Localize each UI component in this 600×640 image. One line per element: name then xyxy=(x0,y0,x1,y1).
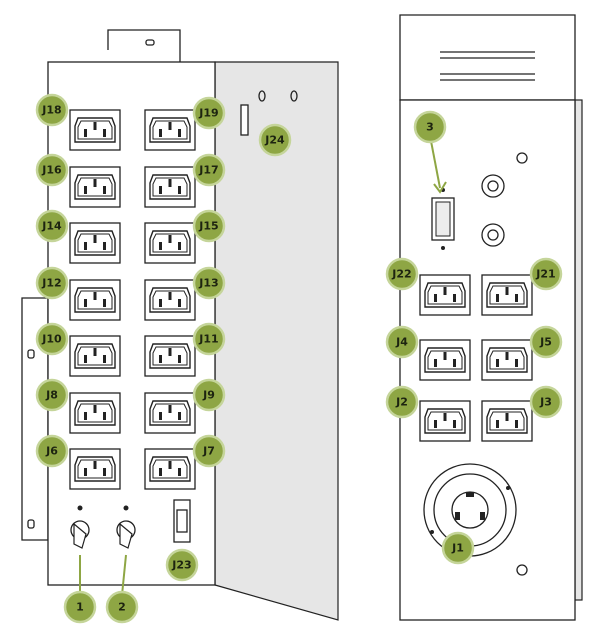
callout-j9: J9 xyxy=(192,378,226,412)
svg-text:J9: J9 xyxy=(202,389,215,402)
callout-j3: J3 xyxy=(529,385,563,419)
svg-text:J5: J5 xyxy=(539,336,552,349)
callout-j19: J19 xyxy=(192,96,226,130)
svg-text:J2: J2 xyxy=(395,396,408,409)
callout-j11: J11 xyxy=(192,322,226,356)
callout-j1: J1 xyxy=(441,531,475,565)
terminal-post-1 xyxy=(481,174,505,198)
callout-j14: J14 xyxy=(35,209,69,243)
svg-text:J19: J19 xyxy=(198,107,218,120)
callout-3: 3 xyxy=(413,110,447,144)
svg-text:J7: J7 xyxy=(202,445,215,458)
svg-text:J22: J22 xyxy=(391,268,411,281)
callout-j18: J18 xyxy=(35,93,69,127)
breaker-switch-2[interactable] xyxy=(116,505,136,549)
svg-text:J17: J17 xyxy=(198,164,218,177)
svg-text:J4: J4 xyxy=(395,336,408,349)
svg-text:J11: J11 xyxy=(198,333,218,346)
svg-text:J24: J24 xyxy=(264,134,285,147)
callout-j16: J16 xyxy=(35,153,69,187)
svg-text:J16: J16 xyxy=(41,164,62,177)
callout-j23: J23 xyxy=(165,548,199,582)
callout-j8: J8 xyxy=(35,378,69,412)
svg-text:J21: J21 xyxy=(535,268,555,281)
svg-text:J8: J8 xyxy=(45,389,58,402)
leader-3 xyxy=(430,140,441,189)
svg-text:1: 1 xyxy=(76,601,84,614)
left-unit xyxy=(21,29,339,621)
callout-j15: J15 xyxy=(192,209,226,243)
callout-2: 2 xyxy=(105,590,139,624)
callout-j17: J17 xyxy=(192,153,226,187)
mounting-tab xyxy=(107,29,181,62)
svg-text:J12: J12 xyxy=(41,277,61,290)
svg-text:2: 2 xyxy=(118,601,126,614)
svg-text:J15: J15 xyxy=(198,220,218,233)
svg-text:J6: J6 xyxy=(45,445,58,458)
breaker-switch-1[interactable] xyxy=(70,505,90,549)
callout-j10: J10 xyxy=(35,322,69,356)
callout-j13: J13 xyxy=(192,266,226,300)
leader-2 xyxy=(121,554,127,596)
svg-text:J10: J10 xyxy=(41,333,62,346)
svg-text:3: 3 xyxy=(426,121,434,134)
callout-j22: J22 xyxy=(385,257,419,291)
callout-j12: J12 xyxy=(35,266,69,300)
svg-text:J18: J18 xyxy=(41,104,61,117)
svg-text:J14: J14 xyxy=(41,220,62,233)
callout-j4: J4 xyxy=(385,325,419,359)
callout-j7: J7 xyxy=(192,434,226,468)
callout-j2: J2 xyxy=(385,385,419,419)
j24-connector xyxy=(240,104,249,136)
right-unit xyxy=(399,14,583,621)
callout-j5: J5 xyxy=(529,325,563,359)
callout-1: 1 xyxy=(63,590,97,624)
terminal-post-2 xyxy=(481,223,505,247)
svg-text:J3: J3 xyxy=(539,396,552,409)
svg-text:J23: J23 xyxy=(171,559,191,572)
svg-text:J13: J13 xyxy=(198,277,218,290)
callout-j6: J6 xyxy=(35,434,69,468)
callout-j21: J21 xyxy=(529,257,563,291)
callout-j24: J24 xyxy=(258,123,292,157)
j23-connector xyxy=(173,499,191,543)
svg-text:J1: J1 xyxy=(451,542,464,555)
